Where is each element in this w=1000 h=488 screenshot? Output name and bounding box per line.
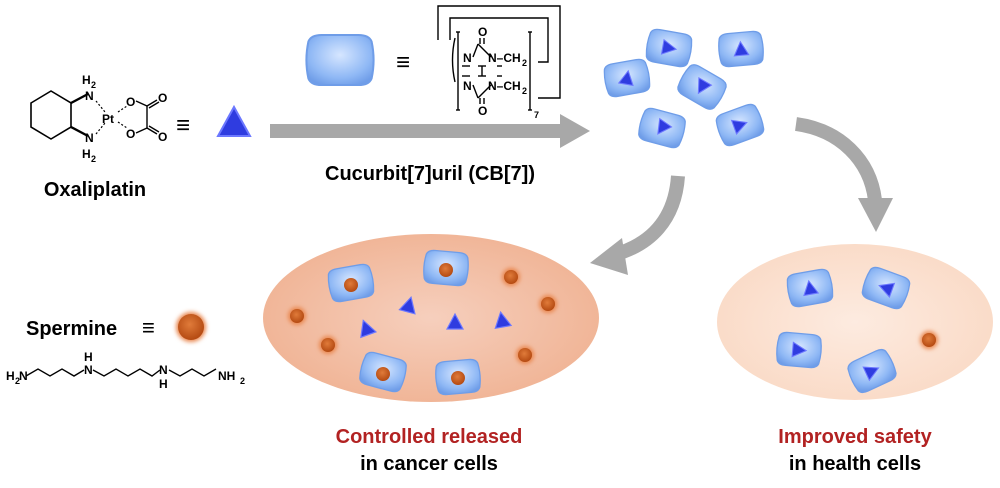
- spermine-structure: H 2 N N H N H NH 2: [6, 350, 245, 391]
- arrow-to-healthy: [794, 117, 882, 202]
- cb7-label: Cucurbit[7]uril (CB[7]): [325, 163, 535, 185]
- cb7-icon: [305, 33, 375, 87]
- arrow-to-healthy-head: [858, 198, 893, 232]
- svg-text:2: 2: [522, 86, 527, 96]
- spermine-equiv: ≡: [142, 315, 155, 340]
- oxaliplatin-label: Oxaliplatin: [44, 179, 146, 201]
- svg-text:2: 2: [15, 376, 20, 386]
- svg-text:N–CH: N–CH: [488, 79, 521, 93]
- svg-text:O: O: [478, 25, 487, 39]
- oxaliplatin-triangle-icon: [216, 104, 252, 137]
- svg-text:H: H: [6, 369, 15, 383]
- svg-text:NH: NH: [218, 369, 235, 383]
- svg-text:N: N: [463, 79, 472, 93]
- svg-text:H: H: [84, 350, 93, 364]
- n-bottom-atom: N: [85, 131, 94, 145]
- arrow-to-cancer: [610, 175, 685, 262]
- cancer-outcome-title: Controlled released: [336, 426, 523, 448]
- svg-text:2: 2: [91, 154, 96, 164]
- oxaliplatin-equiv: ≡: [176, 112, 190, 139]
- cancer-region-contents: [288, 248, 557, 397]
- n-top-atom: N: [85, 89, 94, 103]
- svg-text:2: 2: [240, 376, 245, 386]
- complexation-arrow: [270, 114, 590, 148]
- h2-top-atom: H: [82, 73, 91, 87]
- cb7-structure: [437, 5, 561, 111]
- svg-text:O: O: [478, 104, 487, 118]
- oxaliplatin-structure: N H 2 N H 2 Pt O O O O: [30, 73, 167, 164]
- svg-text:O: O: [126, 127, 135, 141]
- svg-text:N: N: [463, 51, 472, 65]
- svg-text:N: N: [159, 363, 168, 377]
- healthy-outcome-subtitle: in health cells: [789, 453, 921, 475]
- h2-bottom-atom: H: [82, 147, 91, 161]
- svg-text:N–CH: N–CH: [488, 51, 521, 65]
- spermine-label: Spermine: [26, 318, 117, 340]
- healthy-region-contents: [774, 264, 938, 396]
- cb7-equiv: ≡: [396, 49, 410, 76]
- svg-text:O: O: [158, 91, 167, 105]
- pt-atom: Pt: [102, 112, 114, 126]
- svg-text:O: O: [126, 95, 135, 109]
- svg-text:O: O: [158, 130, 167, 144]
- complex-cluster: [601, 27, 768, 151]
- svg-text:N: N: [84, 363, 93, 377]
- arrow-to-cancer-head: [590, 238, 628, 275]
- svg-text:7: 7: [534, 110, 539, 120]
- svg-text:2: 2: [522, 58, 527, 68]
- cancer-outcome-subtitle: in cancer cells: [360, 453, 498, 475]
- healthy-outcome-title: Improved safety: [778, 426, 932, 448]
- spermine-circle-icon: [178, 314, 204, 340]
- svg-text:N: N: [19, 369, 28, 383]
- svg-text:H: H: [159, 377, 168, 391]
- svg-text:2: 2: [91, 80, 96, 90]
